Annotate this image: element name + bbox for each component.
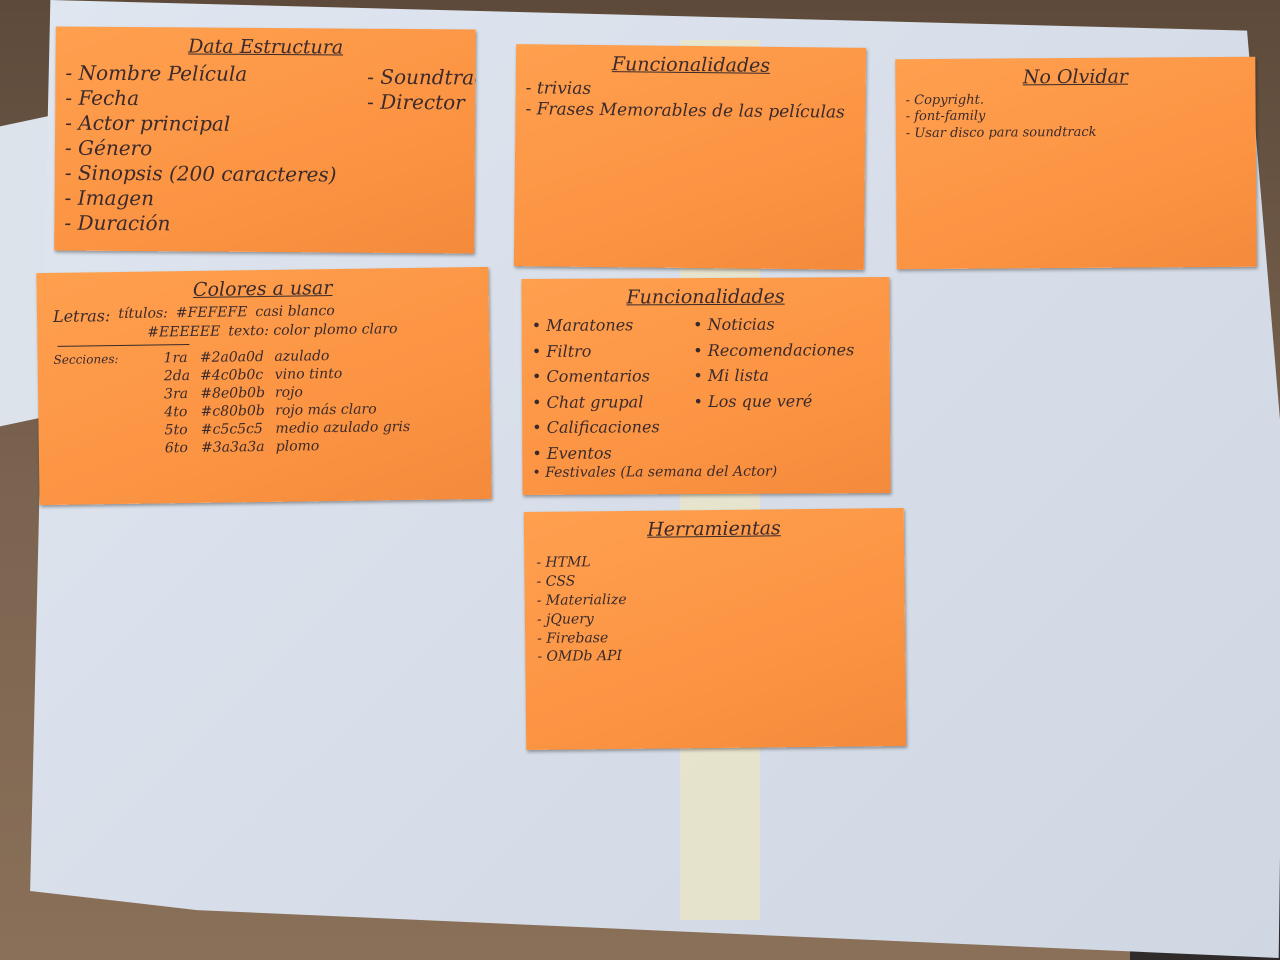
cell-desc: medio azulado gris [275,418,411,437]
note-colores: Colores a usar Letras: títulos: #FEFEFE … [36,266,492,506]
letras-label: Letras: [52,306,111,326]
letras-hex: #FEFEFE [175,304,248,322]
list-item: Los que veré [693,388,854,414]
cell-ord: 5to [164,422,188,439]
cell-hex: #8e0b0b [200,384,266,402]
list-col1: Maratones Filtro Comentarios Chat grupal… [522,312,660,466]
cell-ord: 4to [164,404,188,421]
cell-desc: rojo [274,384,303,401]
note-herramientas: Herramientas HTML CSS Materialize jQuery… [523,508,907,750]
list-item: Chat grupal [532,389,660,415]
cell-hex: #2a0a0d [199,348,265,366]
cell-desc: vino tinto [274,365,343,383]
list-item: Mi lista [693,362,854,388]
note-funcionalidades-2: Funcionalidades Maratones Filtro Comenta… [521,277,891,495]
cell-hex: #4c0b0c [199,367,264,384]
note-title: Colores a usar [192,277,333,301]
cell-ord: 6to [164,440,188,457]
letras-desc: texto: color plomo claro [228,321,398,340]
list-item: Maratones [532,312,660,338]
list-item-wide: Festivales (La semana del Actor) [522,463,890,481]
list-item: Usar disco para soundtrack [906,123,1256,142]
list-item: Eventos [532,440,660,466]
divider [57,344,190,347]
cell-hex: #c80b0b [200,402,265,420]
list-item: Filtro [532,338,660,364]
letras-sub: títulos: [118,305,168,323]
list-item: Comentarios [532,363,660,389]
list-item: Frases Memorables de las películas [525,100,865,125]
list-item: Duración [64,211,336,238]
list-item: Actor principal [65,111,337,138]
note-funcionalidades-1: Funcionalidades trivias Frases Memorable… [513,44,867,270]
cell-desc: rojo más claro [275,401,377,419]
cell-hex: #3a3a3a [200,438,265,456]
list-item: Soundtrack [367,65,476,91]
table-row: 6to #3a3a3a plomo [55,436,421,459]
cell-hex: #c5c5c5 [200,421,263,438]
note-title: Funcionalidades [611,53,771,77]
list-item: Nombre Película [65,61,337,88]
cell-ord: 2da [163,368,191,385]
list-item: Noticias [693,311,854,337]
secciones-label: Secciones: [53,352,119,367]
list-col1: Nombre Película Fecha Actor principal Gé… [54,61,337,238]
note-title: Funcionalidades [626,285,785,309]
note-title: No Olvidar [1022,65,1129,89]
list-col2: Noticias Recomendaciones Mi lista Los qu… [683,311,855,465]
note-title: Herramientas [647,517,781,541]
list-item: OMDb API [537,644,905,667]
list-item: Imagen [65,186,337,213]
cell-desc: plomo [275,438,320,455]
letras-desc: casi blanco [255,303,335,321]
cell-desc: azulado [274,348,330,365]
list-item: Director [367,90,476,116]
colors-table: Secciones: 1ra #2a0a0d azulado 2da #4c0b… [53,346,420,459]
list-item: Sinopsis (200 caracteres) [65,161,337,188]
list-item: Calificaciones [532,415,660,441]
note-data-estructura: Data Estructura Nombre Película Fecha Ac… [54,26,476,254]
list-col2: Soundtrack Director [356,65,476,239]
list-item: Recomendaciones [693,337,855,363]
note-no-olvidar: No Olvidar Copyright. font-family Usar d… [895,56,1257,270]
cell-ord: 1ra [163,350,188,367]
cell-ord: 3ra [163,386,189,403]
list-item: Género [65,136,337,163]
note-title: Data Estructura [188,35,344,59]
letras-hex: #EEEEEE [147,323,221,341]
list-item: Fecha [65,86,337,113]
